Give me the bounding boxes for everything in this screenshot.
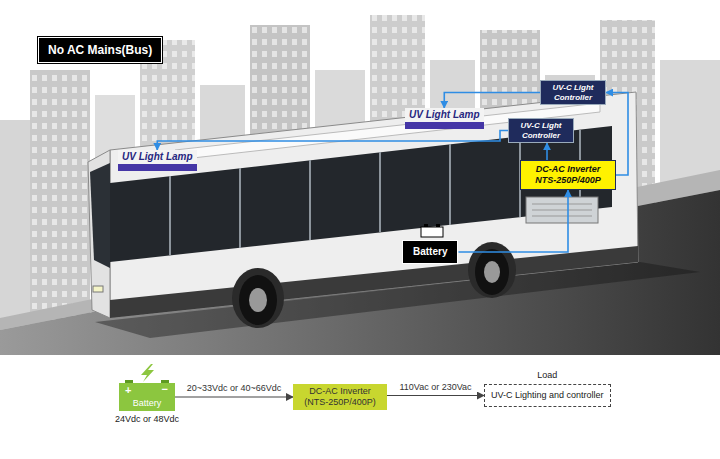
connector-arrow <box>387 395 484 396</box>
edge-label: 110Vac or 230Vac <box>397 382 473 393</box>
load-box: UV-C Lighting and controller <box>484 384 611 407</box>
windshield <box>90 163 110 268</box>
connector-arrow <box>444 93 540 109</box>
controller-box: UV-C Light Controller <box>508 118 574 143</box>
wheel-arch <box>232 268 284 328</box>
node-label: Battery <box>413 246 447 258</box>
node-label: DC-AC Inverter NTS-250P/400P <box>527 164 609 186</box>
wheel-hub <box>484 261 500 283</box>
wheel-arch <box>468 242 516 298</box>
edge-label: 20~33Vdc or 40~66Vdc <box>185 383 284 394</box>
node-label: UV Light Lamp <box>122 151 193 163</box>
sign-box: No AC Mains(Bus) <box>38 37 162 63</box>
node-label: 24Vdc or 48Vdc <box>112 414 182 425</box>
window-frame <box>379 152 381 232</box>
headlight <box>93 286 103 292</box>
inverter-vent <box>532 204 592 205</box>
controller-box: UV-C Light Controller <box>540 80 606 105</box>
battery-node: Battery 24Vdc or 48Vdc <box>112 383 182 425</box>
uv-lamp: UV Light Lamp <box>405 108 484 129</box>
window-band <box>110 126 612 262</box>
connector-arrow <box>157 131 508 151</box>
node-label: UV Light Lamp <box>409 109 480 121</box>
window-frames <box>170 130 580 255</box>
connector-arrow <box>175 396 293 397</box>
charge-bolt <box>141 364 154 382</box>
sky <box>0 0 720 355</box>
battery-symbol <box>421 227 443 237</box>
inverter-unit <box>526 197 598 223</box>
bus-front <box>88 150 110 318</box>
node-label: UV-C Light Controller <box>514 121 568 140</box>
window-frame <box>309 160 311 240</box>
inverter-box: DC-AC Inverter (NTS-250P/400P) <box>293 384 387 410</box>
node-label: UV-C Lighting and controller <box>491 390 604 401</box>
terminal-sign: − <box>162 383 168 395</box>
battery-terminal <box>436 224 440 227</box>
load-node: LoadUV-C Lighting and controller <box>484 370 611 407</box>
battery-terminal <box>424 224 428 227</box>
city-skyline <box>0 15 720 355</box>
node-label: UV-C Light Controller <box>546 83 600 102</box>
node-label: DC-AC Inverter (NTS-250P/400P) <box>298 386 382 408</box>
inverter-vent <box>532 210 592 211</box>
inverter-vent <box>532 216 592 217</box>
terminal-sign: + <box>125 384 131 396</box>
connector-arrow <box>458 190 568 252</box>
window-frame <box>449 144 451 225</box>
wheel-hub <box>249 288 267 312</box>
bus-skirt <box>110 246 638 318</box>
inverter-box: DC-AC Inverter NTS-250P/400P <box>520 160 616 190</box>
bus <box>88 92 700 338</box>
window-frame <box>169 176 171 255</box>
uv-lamp: UV Light Lamp <box>118 150 197 171</box>
bus-side <box>110 92 638 318</box>
node-label: Load <box>484 370 611 381</box>
battery-box: Battery <box>402 240 458 264</box>
wheel <box>239 275 277 325</box>
connector-arrow <box>546 143 548 160</box>
node-label: No AC Mains(Bus) <box>48 43 152 57</box>
node-label: Battery <box>119 398 175 409</box>
wheel <box>475 249 509 295</box>
window-frame <box>239 168 241 248</box>
